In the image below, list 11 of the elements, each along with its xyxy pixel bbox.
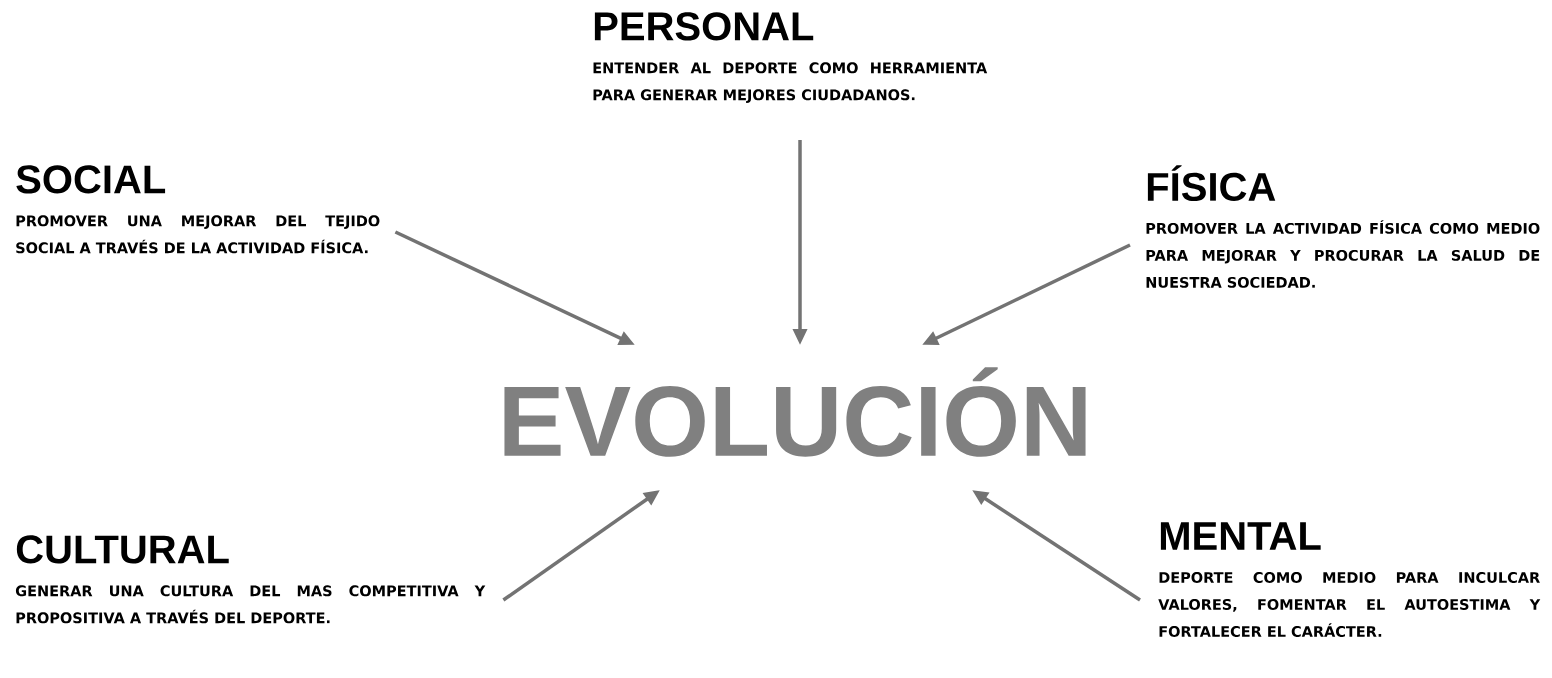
- title-text: EVOLUCIÓN: [504, 367, 1086, 457]
- heading-text: PERSONAL: [594, 12, 814, 41]
- description-text: PROMOVER LA ACTIVIDAD FÍSICA COMO MEDIO PARA MEJORAR Y PROCURAR LA SALUD DE NUESTRA SOCIEDAD.: [1146, 220, 1540, 288]
- heading-text: FÍSICA: [1147, 165, 1276, 202]
- heading-text: CULTURAL: [16, 535, 229, 564]
- description-text: GENERAR UNA CULTURA DEL MAS COMPETITIVA Y PROPOSITIVA A TRAVÉS DEL DEPORTE.: [15, 585, 486, 624]
- description-text: ENTENDER AL DEPORTE COMO HERRAMIENTA PARA GENERAR MEJORES CIUDADANOS.: [593, 62, 988, 104]
- description-text: PROMOVER UNA MEJORAR DEL TEJIDO SOCIAL A TRAVÉS DE LA ACTIVIDAD FÍSICA.: [16, 215, 380, 254]
- heading-text: SOCIAL: [16, 165, 166, 194]
- description-text: DEPORTE COMO MEDIO PARA INCULCAR VALORES, FOMENTAR EL AUTOESTIMA Y FORTALECER EL CARÁCTER.: [1158, 571, 1541, 637]
- heading-text: MENTAL: [1160, 522, 1321, 550]
